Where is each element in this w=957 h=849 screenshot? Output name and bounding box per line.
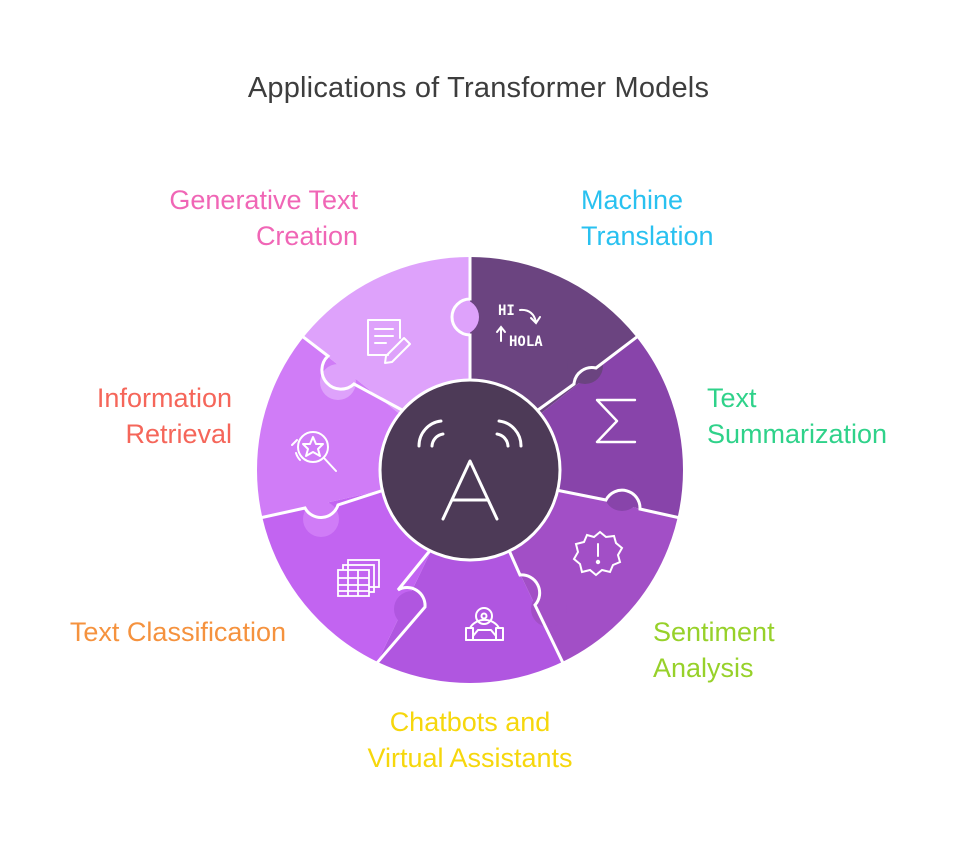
center-hub (378, 378, 562, 562)
transformer-a-signal-icon (417, 419, 523, 521)
label-text-summarization: Text Summarization (707, 380, 887, 452)
tab-summarization-into-sentiment (604, 475, 640, 511)
tab-chatbots-into-classification (394, 591, 430, 627)
support-headset-icon (465, 607, 504, 641)
label-text-classification: Text Classification (0, 614, 286, 650)
label-line: Virtual Assistants (367, 743, 573, 773)
table-stack-icon (337, 559, 380, 597)
label-machine-translation: Machine Translation (581, 182, 714, 254)
tab-retrieval-into-classification (303, 501, 339, 537)
label-line: Sentiment (653, 617, 775, 647)
label-line: Text (707, 383, 757, 413)
label-line: Analysis (653, 653, 754, 683)
label-line: Generative Text (169, 185, 358, 215)
search-star-icon (291, 431, 337, 472)
page-title: Applications of Transformer Models (247, 72, 710, 104)
label-generative-text: Generative Text Creation (0, 182, 358, 254)
label-line: Chatbots and (389, 707, 551, 737)
segment-chatbots (377, 470, 563, 685)
label-line: Summarization (707, 419, 888, 449)
label-line: Machine (581, 185, 684, 215)
label-chatbots: Chatbots and Virtual Assistants (320, 704, 620, 776)
label-line: Text Classification (69, 617, 286, 647)
document-pencil-icon (367, 319, 411, 364)
sigma-icon (595, 398, 637, 444)
tab-generative-into-translation (443, 299, 479, 335)
svg-text:HI: HI (498, 303, 515, 319)
tab-generative-into-retrieval (320, 364, 356, 400)
svg-text:HOLA: HOLA (509, 334, 543, 350)
label-sentiment-analysis: Sentiment Analysis (653, 614, 775, 686)
alert-badge-icon (572, 530, 624, 577)
label-line: Creation (255, 221, 358, 251)
label-information-retrieval: Information Retrieval (0, 380, 232, 452)
label-line: Translation (581, 221, 714, 251)
translate-hi-hola-icon: HI HOLA (496, 303, 543, 350)
label-line: Retrieval (125, 419, 232, 449)
label-line: Information (96, 383, 232, 413)
